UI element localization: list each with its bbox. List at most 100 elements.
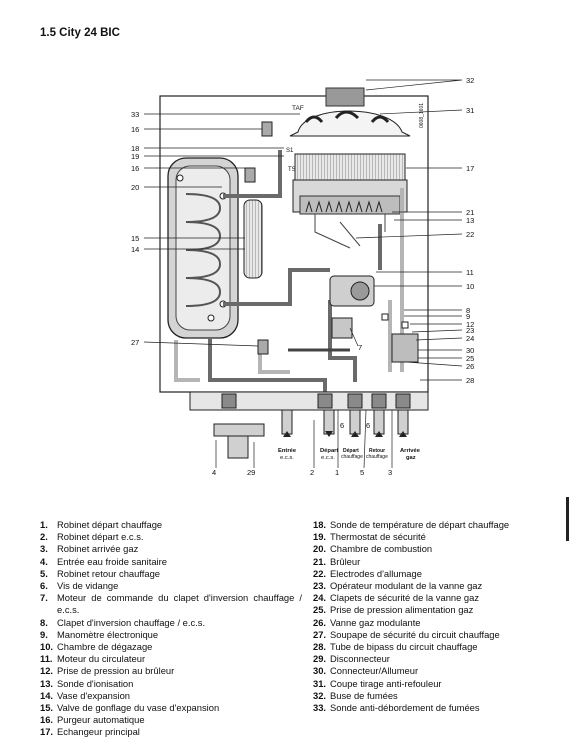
legend-number: 16. bbox=[40, 714, 54, 726]
label-depart-2: e.c.s. bbox=[321, 455, 335, 461]
legend-text: Coupe tirage anti-refouleur bbox=[330, 677, 442, 689]
legend-number: 20. bbox=[313, 543, 327, 555]
label-taf: TAF bbox=[292, 105, 304, 112]
callout-7: 7 bbox=[358, 343, 362, 352]
legend-text: Purgeur automatique bbox=[57, 714, 145, 726]
legend-item: 12.Prise de pression au brûleur bbox=[40, 665, 302, 677]
legend-number: 33. bbox=[313, 702, 327, 714]
legend-number: 30. bbox=[313, 665, 327, 677]
callout-5: 5 bbox=[360, 468, 364, 477]
callout-27: 27 bbox=[131, 338, 139, 347]
label-entree-2: e.c.s. bbox=[280, 455, 294, 461]
legend-number: 25. bbox=[313, 604, 327, 616]
legend-item: 25.Prise de pression alimentation gaz bbox=[313, 604, 563, 616]
legend-text: Electrodes d'allumage bbox=[330, 567, 422, 579]
legend-text: Tube de bipass du circuit chauffage bbox=[330, 641, 478, 653]
legend-text: Disconnecteur bbox=[330, 653, 390, 665]
callout-20: 20 bbox=[131, 183, 139, 192]
legend-item: 26.Vanne gaz modulante bbox=[313, 617, 563, 629]
legend-text: Entrée eau froide sanitaire bbox=[57, 555, 167, 567]
legend-item: 33.Sonde anti-débordement de fumées bbox=[313, 702, 563, 714]
legend-item: 27.Soupape de sécurité du circuit chauff… bbox=[313, 629, 563, 641]
legend-item: 19.Thermostat de sécurité bbox=[313, 531, 563, 543]
callout-25: 25 bbox=[466, 354, 474, 363]
legend-number: 31. bbox=[313, 677, 327, 689]
callout-18: 18 bbox=[131, 144, 139, 153]
legend-item: 8.Clapet d'inversion chauffage / e.c.s. bbox=[40, 617, 302, 629]
callout-3: 3 bbox=[388, 468, 392, 477]
safety-valve bbox=[257, 339, 269, 355]
legend-number: 5. bbox=[40, 567, 48, 579]
callout-14: 14 bbox=[131, 245, 139, 254]
callout-8: 8 bbox=[466, 306, 470, 315]
legend-text: Connecteur/Allumeur bbox=[330, 665, 419, 677]
legend-right: 18.Sonde de température de départ chauff… bbox=[313, 519, 563, 714]
callout-33: 33 bbox=[131, 110, 139, 119]
legend-item: 17.Echangeur principal bbox=[40, 726, 302, 738]
legend-number: 7. bbox=[40, 592, 48, 604]
callout-17: 17 bbox=[466, 164, 474, 173]
label-retour-1: Retour bbox=[369, 448, 385, 454]
section-title: 1.5 City 24 BIC bbox=[40, 27, 120, 39]
legend-item: 9. Manomètre électronique bbox=[40, 629, 302, 641]
legend-number: 12. bbox=[40, 665, 54, 677]
callout-16-top: 16 bbox=[131, 125, 139, 134]
legend-text: Opérateur modulant de la vanne gaz bbox=[330, 580, 483, 592]
legend-text: Vis de vidange bbox=[57, 580, 119, 592]
legend-text: Robinet départ chauffage bbox=[57, 519, 163, 530]
legend-text: Soupape de sécurité du circuit chauffage bbox=[330, 628, 500, 640]
legend-text: Valve de gonflage du vase d'expansion bbox=[57, 702, 220, 714]
flue-outlet bbox=[325, 87, 365, 107]
callout-22: 22 bbox=[466, 230, 474, 239]
legend-number: 13. bbox=[40, 677, 54, 689]
legend-number: 1. bbox=[40, 519, 48, 530]
legend-item: 13.Sonde d'ionisation bbox=[40, 678, 302, 690]
legend-item: 21.Brûleur bbox=[313, 556, 563, 568]
legend-number: 14. bbox=[40, 689, 54, 701]
legend-text: Moteur de commande du clapet d'inversion… bbox=[57, 592, 302, 616]
callout-16-low: 16 bbox=[131, 164, 139, 173]
legend-item: 15.Valve de gonflage du vase d'expansion bbox=[40, 702, 302, 714]
legend-number: 2. bbox=[40, 531, 48, 543]
legend-item: 1. Robinet départ chauffage bbox=[40, 519, 302, 531]
legend-text: Echangeur principal bbox=[57, 726, 140, 738]
legend-text: Chambre de dégazage bbox=[57, 641, 153, 653]
legend-number: 10. bbox=[40, 641, 54, 653]
legend-number: 24. bbox=[313, 592, 327, 604]
legend-left: 1. Robinet départ chauffage 2. Robinet dépa… bbox=[40, 519, 302, 739]
label-depart-ch-1: Départ bbox=[343, 448, 359, 454]
callout-30: 30 bbox=[466, 346, 474, 355]
legend-number: 17. bbox=[40, 726, 54, 738]
callout-12: 12 bbox=[466, 320, 474, 329]
burner bbox=[299, 195, 401, 215]
legend-text: Manomètre électronique bbox=[57, 628, 159, 640]
legend-item: 14.Vase d'expansion bbox=[40, 690, 302, 702]
legend-item: 3.Robinet arrivée gaz bbox=[40, 543, 302, 555]
legend-text: Robinet arrivée gaz bbox=[57, 543, 139, 555]
legend-number: 9. bbox=[40, 628, 48, 640]
callout-26: 26 bbox=[466, 362, 474, 371]
callout-24: 24 bbox=[466, 334, 474, 343]
legend-item: 29.Disconnecteur bbox=[313, 653, 563, 665]
diverter-valve bbox=[331, 317, 353, 339]
circulator bbox=[329, 275, 375, 307]
page-edge-mark bbox=[566, 497, 569, 541]
auto-air-vent bbox=[261, 121, 273, 137]
legend-item: 10.Chambre de dégazage bbox=[40, 641, 302, 653]
legend-item: 23.Opérateur modulant de la vanne gaz bbox=[313, 580, 563, 592]
callout-28: 28 bbox=[466, 376, 474, 385]
callout-19: 19 bbox=[131, 152, 139, 161]
legend-item: 30.Connecteur/Allumeur bbox=[313, 665, 563, 677]
legend-item: 31.Coupe tirage anti-refouleur bbox=[313, 678, 563, 690]
legend-item: 5.Robinet retour chauffage bbox=[40, 568, 302, 580]
legend-item: 18.Sonde de température de départ chauff… bbox=[313, 519, 563, 531]
legend-item: 11.Moteur du circulateur bbox=[40, 653, 302, 665]
callout-1: 1 bbox=[335, 468, 339, 477]
legend-item: 20.Chambre de combustion bbox=[313, 543, 563, 555]
legend-text: Prise de pression au brûleur bbox=[57, 665, 175, 677]
legend-number: 11. bbox=[40, 653, 53, 665]
legend-item: 24.Clapets de sécurité de la vanne gaz bbox=[313, 592, 563, 604]
legend-text: Robinet départ e.c.s. bbox=[57, 531, 144, 543]
legend-number: 29. bbox=[313, 653, 327, 665]
callout-6b: 6 bbox=[366, 421, 370, 430]
